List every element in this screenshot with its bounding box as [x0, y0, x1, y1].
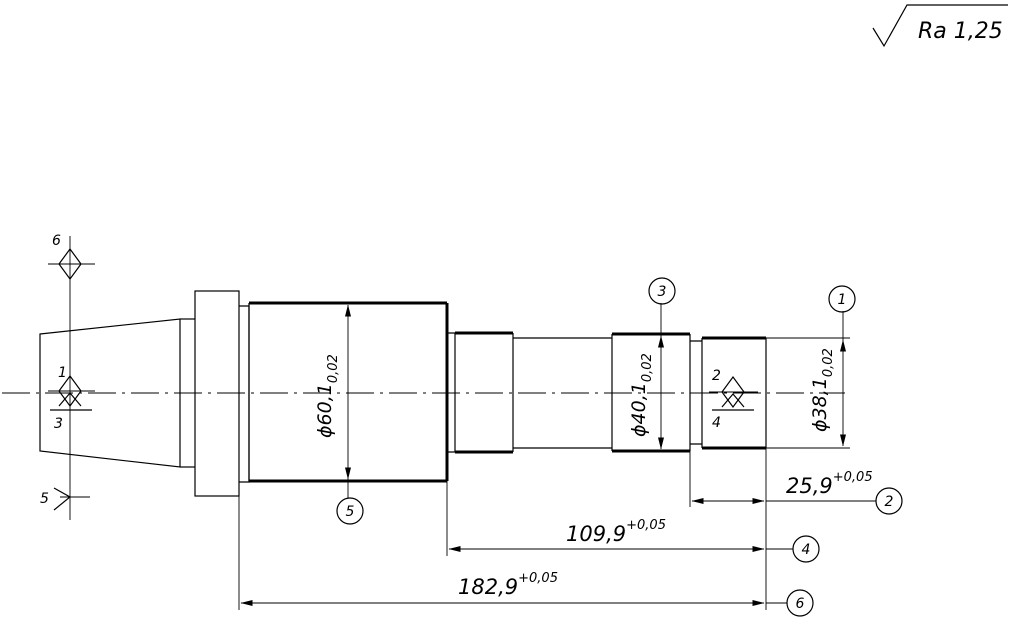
roughness-label: Ra 1,25: [918, 19, 1003, 44]
svg-text:1: 1: [58, 365, 67, 381]
l109-label: 109,9+0,05: [566, 518, 666, 546]
l182-label: 182,9+0,05: [458, 571, 558, 599]
collar: [194, 290, 240, 497]
callout-3: 3: [648, 277, 676, 305]
d40-label: ϕ40,10,02: [628, 353, 655, 437]
d38-label: ϕ38,10,02: [809, 348, 836, 432]
diameter-dimensions: ϕ60,10,02 ϕ40,10,02 ϕ38,10,02: [314, 303, 846, 498]
svg-text:2: 2: [885, 494, 894, 510]
callout-2: 2: [875, 487, 903, 515]
callout-1: 1: [828, 285, 856, 313]
callout-5: 5: [336, 497, 364, 525]
svg-text:4: 4: [802, 542, 811, 558]
length-dimensions: 25,9+0,05 109,9+0,05 182,9+0,05: [240, 470, 876, 606]
shaft-outline: [39, 290, 767, 497]
datum-diamond-right: [721, 375, 745, 409]
svg-text:3: 3: [658, 284, 667, 300]
svg-text:6: 6: [52, 233, 61, 249]
datum-symbols-right: 2 4: [709, 368, 758, 431]
callout-6: 6: [786, 589, 814, 617]
datum-support-bottom: [53, 487, 72, 511]
svg-text:6: 6: [796, 596, 805, 612]
svg-text:4: 4: [712, 415, 721, 431]
surface-roughness-symbol: Ra 1,25: [872, 4, 1008, 48]
svg-text:1: 1: [838, 292, 847, 308]
svg-text:5: 5: [346, 504, 355, 520]
d60-label: ϕ60,10,02: [314, 354, 341, 438]
callout-4: 4: [792, 535, 820, 563]
datum-diamond-center: [58, 374, 82, 408]
datum-diamond-top: [58, 247, 82, 281]
l25-label: 25,9+0,05: [786, 470, 873, 498]
datum-symbols-left: 6 1 3 5: [40, 233, 95, 520]
callouts: 1 2 3 4 5 6: [336, 277, 903, 617]
svg-text:5: 5: [40, 491, 49, 507]
extension-lines: [238, 337, 850, 610]
svg-text:3: 3: [54, 416, 63, 432]
svg-text:2: 2: [712, 368, 721, 384]
